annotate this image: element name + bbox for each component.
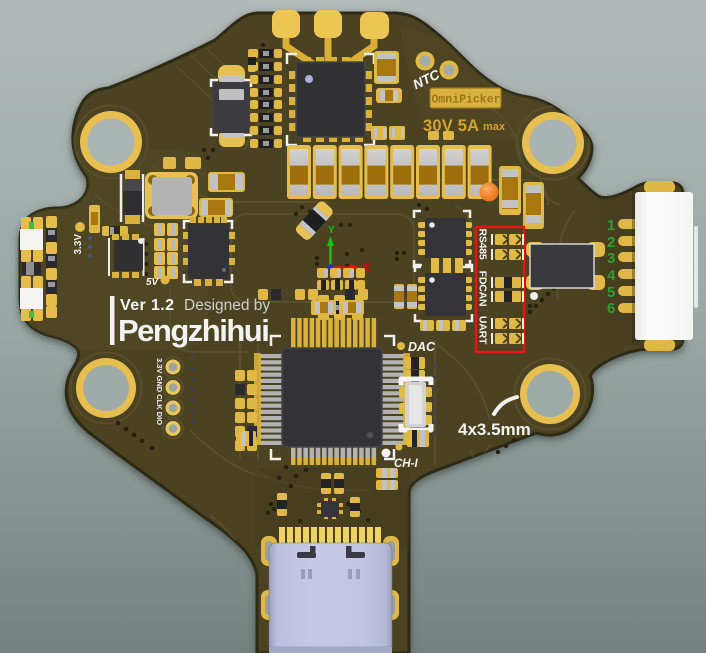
- svg-text:RS485: RS485: [477, 228, 489, 259]
- svg-text:DAC: DAC: [408, 340, 436, 354]
- svg-text:Y: Y: [328, 225, 335, 236]
- svg-text:CH-I: CH-I: [394, 458, 418, 470]
- svg-text:5V: 5V: [146, 277, 160, 288]
- svg-text:6: 6: [607, 300, 615, 317]
- svg-text:4x3.5mm: 4x3.5mm: [458, 420, 531, 439]
- svg-text:FDCAN: FDCAN: [477, 271, 489, 307]
- svg-text:max: max: [483, 121, 506, 133]
- svg-text:5: 5: [607, 284, 615, 301]
- svg-text:Designed by: Designed by: [184, 297, 270, 314]
- svg-text:1: 1: [607, 217, 615, 234]
- svg-text:Ver 1.2: Ver 1.2: [120, 297, 174, 314]
- svg-text:4: 4: [607, 267, 616, 284]
- svg-text:UART: UART: [477, 316, 489, 345]
- svg-text:Pengzhihui: Pengzhihui: [118, 313, 268, 348]
- svg-text:3.3V: 3.3V: [73, 234, 84, 255]
- svg-text:3: 3: [607, 250, 615, 267]
- svg-text:3.3V GND CLK DIO: 3.3V GND CLK DIO: [155, 358, 164, 425]
- svg-text:OmniPicker: OmniPicker: [431, 94, 500, 107]
- svg-text:30V 5A: 30V 5A: [423, 117, 479, 135]
- svg-text:2: 2: [607, 234, 615, 251]
